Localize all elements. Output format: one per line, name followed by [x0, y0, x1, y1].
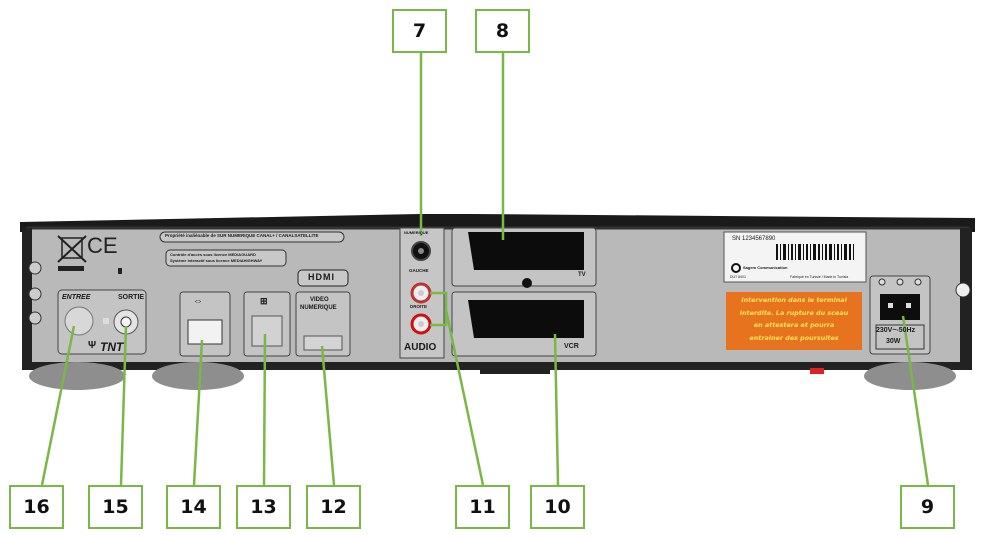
callout-8: 8 — [475, 9, 530, 53]
callout-15: 15 — [88, 485, 143, 529]
callout-10: 10 — [530, 485, 585, 529]
gauche-label: GAUCHE — [409, 268, 429, 273]
video-numerique-label-2: NUMERIQUE — [300, 305, 337, 311]
video-numerique-label-1: VIDEO — [310, 297, 329, 303]
droite-label: DROITE — [410, 304, 428, 309]
model-label: DUT 8401 — [730, 275, 746, 279]
warning-line-3: en attestera et pourra — [753, 321, 835, 329]
network-icon: ⊞ — [260, 296, 268, 306]
audio-label: AUDIO — [404, 342, 437, 353]
ce-mark: CE — [87, 233, 118, 258]
warning-sticker: Intervention dans le terminal interdite.… — [726, 294, 862, 344]
warning-line-4: entrainer des poursuites — [749, 333, 839, 342]
hdmi-logo: HDMI — [308, 272, 335, 282]
access-label-2: Système interactif sous licence MEDIAHIG… — [170, 258, 263, 263]
warning-line-2: interdite. La rupture du sceau — [739, 308, 849, 317]
tnt-label: TNT — [100, 340, 124, 354]
tv-label: TV — [578, 272, 586, 278]
property-label: Propriété inaliénable de SUR NUMERIQUE C… — [165, 233, 319, 238]
power-rating-2: 30W — [886, 338, 901, 345]
warning-line-1: Intervention dans le terminal — [741, 296, 847, 304]
callout-12: 12 — [306, 485, 361, 529]
callout-7: 7 — [392, 9, 447, 53]
made-in-label: Fabriqué en Tunisie / Made in Tunisia — [790, 275, 849, 279]
entree-label: ENTREE — [62, 294, 91, 301]
antenna-icon: Ψ — [88, 340, 97, 351]
sortie-label: SORTIE — [118, 294, 145, 301]
audio-numerique-label: NUMERIQUE — [404, 230, 429, 235]
usb-icon: ⇔ — [193, 296, 203, 307]
vcr-label: VCR — [564, 343, 579, 350]
access-label-1: Contrôle d'accès sous licence MEDIAGUARD — [170, 252, 256, 257]
callout-11: 11 — [455, 485, 510, 529]
recycle-bin-icon — [57, 235, 87, 271]
power-rating-1: 230V~-50Hz — [876, 327, 916, 334]
callout-9: 9 — [900, 485, 955, 529]
callout-14: 14 — [166, 485, 221, 529]
serial-number: SN 1234567890 — [732, 236, 776, 242]
callout-16: 16 — [9, 485, 64, 529]
sagem-label: Sagem Communication — [743, 265, 788, 270]
callout-13: 13 — [236, 485, 291, 529]
